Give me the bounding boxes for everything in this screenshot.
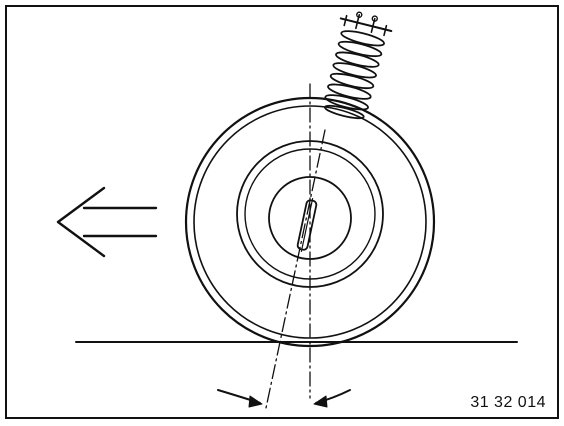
figure-reference-number: 31 32 014 [470,394,546,411]
curved-arrow-left-icon [313,389,351,408]
hub-slot [296,197,318,253]
diagram-frame [5,5,559,419]
coil-spring [323,11,393,120]
left-arrow-icon [56,186,158,258]
steering-axis-line [265,129,326,409]
curved-arrow-right-icon [217,389,263,408]
